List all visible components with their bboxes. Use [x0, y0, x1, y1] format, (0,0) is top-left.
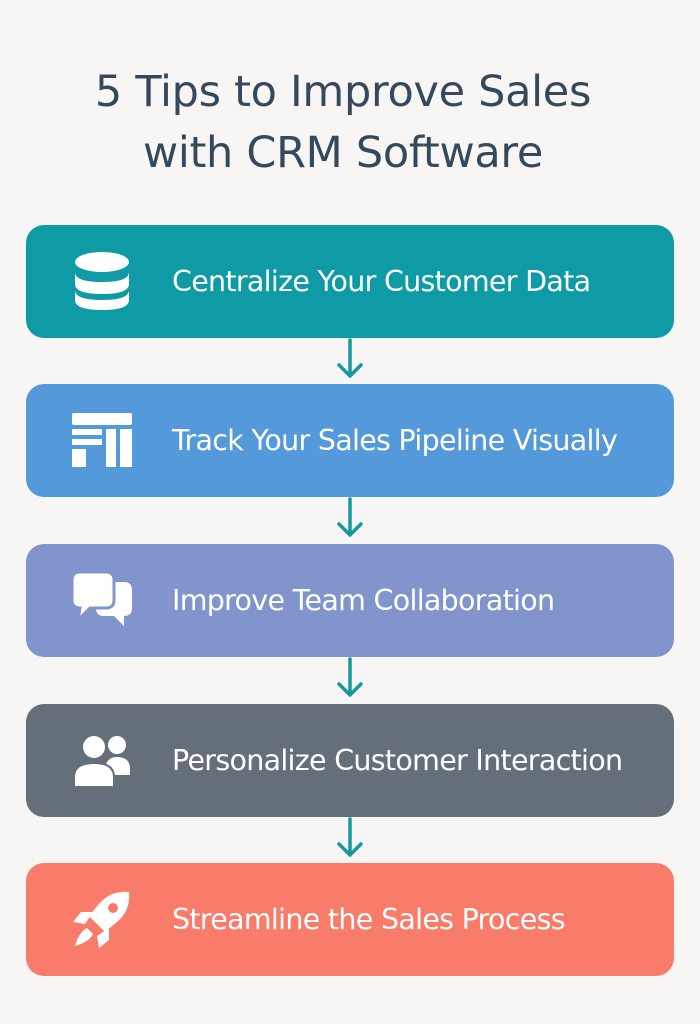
pipeline-board-icon: [70, 408, 134, 472]
step-card-4: Personalize Customer Interaction: [26, 704, 674, 817]
step-card-3: Improve Team Collaboration: [26, 544, 674, 657]
step-label-4: Personalize Customer Interaction: [172, 744, 623, 777]
step-label-5: Streamline the Sales Process: [172, 903, 566, 936]
step-card-1: Centralize Your Customer Data: [26, 225, 674, 338]
step-label-2: Track Your Sales Pipeline Visually: [172, 424, 618, 457]
database-icon: [70, 249, 134, 313]
step-card-5: Streamline the Sales Process: [26, 863, 674, 976]
down-arrow-1: [337, 338, 363, 378]
users-icon: [70, 728, 134, 792]
down-arrow-2: [337, 497, 363, 537]
down-arrow-4: [337, 817, 363, 857]
title-line-1: 5 Tips to Improve Sales: [94, 67, 592, 117]
page-title: 5 Tips to Improve Sales with CRM Softwar…: [0, 62, 686, 184]
step-label-1: Centralize Your Customer Data: [172, 265, 591, 298]
rocket-icon: [70, 887, 134, 951]
down-arrow-3: [337, 657, 363, 697]
step-card-2: Track Your Sales Pipeline Visually: [26, 384, 674, 497]
step-label-3: Improve Team Collaboration: [172, 584, 555, 617]
chat-bubbles-icon: [70, 568, 134, 632]
title-line-2: with CRM Software: [142, 128, 544, 178]
